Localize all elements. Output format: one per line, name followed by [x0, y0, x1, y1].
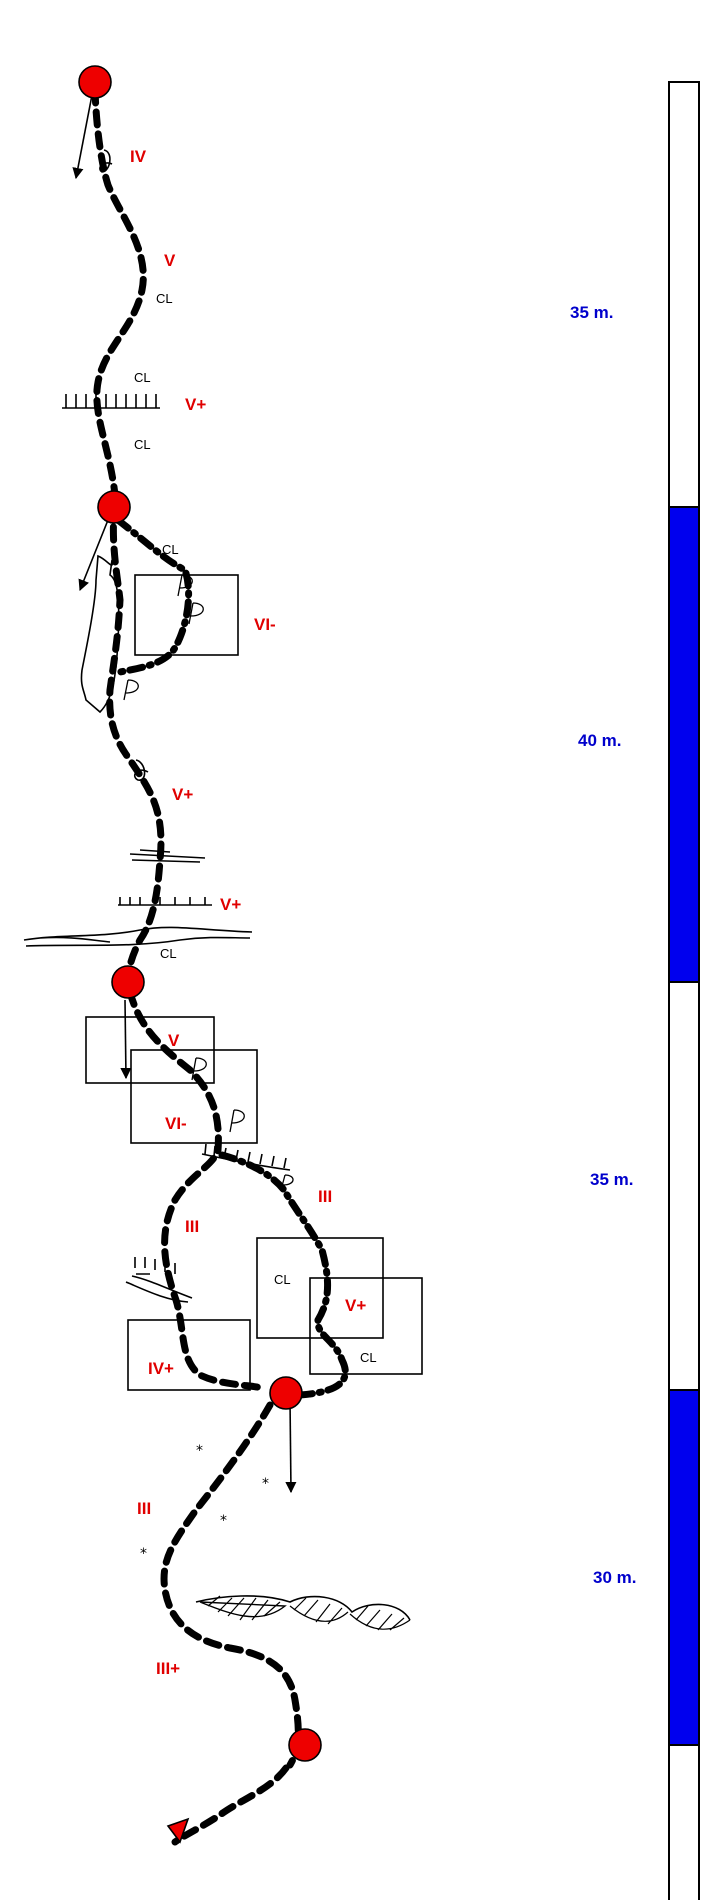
rappel-line-3 — [120, 999, 132, 1080]
route-line-pitch-3-right — [218, 1151, 349, 1399]
route-line-pitch-4 — [160, 1401, 302, 1769]
grade-label: VI- — [165, 1114, 187, 1133]
route-start-marker — [166, 1817, 190, 1844]
slab-box-6 — [127, 1319, 251, 1391]
grade-label: V+ — [172, 785, 193, 804]
svg-text:*: * — [262, 1476, 269, 1492]
grade-label: V+ — [220, 895, 241, 914]
cl-note: CL — [160, 946, 177, 961]
rappel-line-2 — [78, 514, 111, 592]
grade-label: III — [318, 1187, 332, 1206]
rappel-line-1 — [72, 94, 93, 180]
ledge-feature-2 — [23, 926, 253, 947]
grade-label: V — [164, 251, 176, 270]
route-line-pitch-3-left — [126, 988, 266, 1392]
rappel-line-4 — [285, 1399, 297, 1494]
route-line-pitch-2-left — [106, 501, 165, 984]
sling-mark-1 — [99, 149, 113, 173]
grade-label: III — [185, 1217, 199, 1236]
grade-label: V — [168, 1031, 180, 1050]
belay-station-3 — [111, 965, 145, 999]
pitch-length-3: 35 m. — [590, 1170, 633, 1189]
ledge-feature-1 — [129, 849, 206, 863]
piton-marks — [123, 574, 294, 1191]
roof-feature-1 — [62, 394, 160, 409]
svg-text:*: * — [196, 1443, 203, 1459]
slab-hatch-feature — [195, 1595, 411, 1631]
sling-mark-2 — [133, 759, 149, 781]
cl-note: CL — [162, 542, 179, 557]
cl-note: CL — [134, 370, 151, 385]
roof-feature-2 — [118, 897, 212, 906]
route-line-approach — [171, 1764, 290, 1846]
cl-note: CL — [156, 291, 173, 306]
route-line-pitch-2-variant — [114, 516, 192, 676]
roof-feature-4 — [125, 1257, 193, 1303]
grade-label: IV+ — [148, 1359, 174, 1378]
pitch-length-1: 35 m. — [570, 303, 613, 322]
svg-text:*: * — [220, 1513, 227, 1529]
pitch-length-2: 40 m. — [578, 731, 621, 750]
scale-bar — [668, 81, 700, 1900]
cl-note: CL — [134, 437, 151, 452]
belay-station-4 — [269, 1376, 303, 1410]
grade-label: III+ — [156, 1659, 180, 1678]
belay-station-2 — [97, 490, 131, 524]
scale-segment-5 — [668, 1744, 700, 1900]
grade-label: VI- — [254, 615, 276, 634]
scale-segment-1 — [668, 81, 700, 508]
belay-station-5 — [288, 1728, 322, 1762]
grade-label: IV — [130, 147, 147, 166]
scale-segment-3 — [668, 981, 700, 1391]
belay-station-1 — [78, 65, 112, 99]
scale-segment-4 — [668, 1389, 700, 1746]
scale-segment-2 — [668, 506, 700, 983]
cl-note: CL — [360, 1350, 377, 1365]
grade-label: V+ — [185, 395, 206, 414]
pitch-length-4: 30 m. — [593, 1568, 636, 1587]
grade-label: V+ — [345, 1296, 366, 1315]
cl-note: CL — [274, 1272, 291, 1287]
svg-text:*: * — [140, 1546, 147, 1562]
vegetation-marks: * * * * — [140, 1443, 269, 1562]
slab-box-4 — [256, 1237, 384, 1339]
slab-box-5 — [309, 1277, 423, 1375]
grade-label: III — [137, 1499, 151, 1518]
slab-box-3 — [130, 1049, 258, 1144]
